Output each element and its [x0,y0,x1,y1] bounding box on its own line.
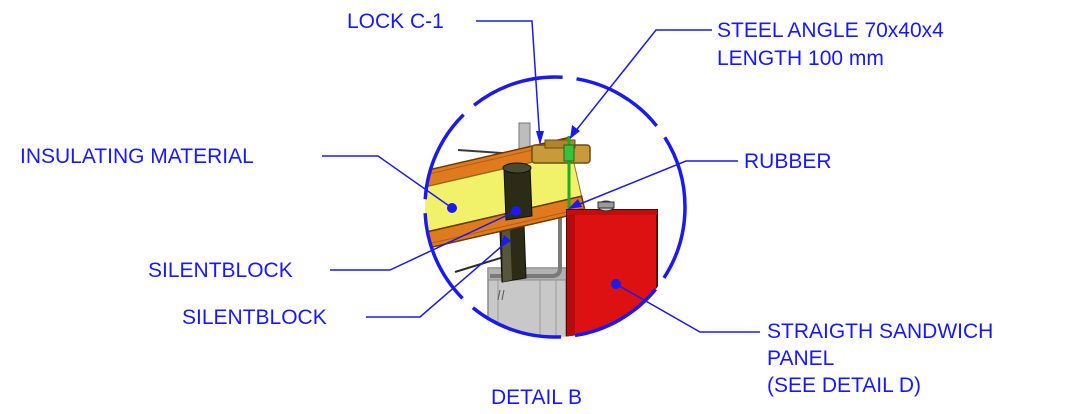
detail-caption: DETAIL B [491,386,582,409]
label-lock: LOCK C-1 [347,10,444,33]
leader-insulating-material [322,155,453,209]
leader-rubber [569,160,738,209]
leader-panel [615,283,760,333]
steel-angle-profile [490,212,562,278]
green-bolt [563,136,575,210]
leader-silentblock-lower [366,245,503,318]
leader-lines [322,20,760,333]
label-steel-angle-line2: LENGTH 100 mm [717,47,884,70]
label-panel-line1: STRAIGTH SANDWICH [767,320,993,343]
silentblock-upper [502,162,533,221]
detail-circle [423,75,687,339]
label-insulating-material: INSULATING MATERIAL [20,145,254,168]
dot-silentblock-upper [511,206,521,216]
leader-silentblock-upper [330,210,517,271]
leader-steel-angle [569,29,712,139]
dot-panel [611,279,621,289]
label-panel-line2: PANEL [767,347,834,370]
arrow-lock [536,131,544,145]
lock-fitting [531,139,591,164]
dot-insulating-material [447,203,457,213]
arrow-rubber [568,199,582,209]
leader-dots [447,203,621,289]
detail-b-content [425,122,658,337]
grey-support [487,267,567,337]
label-rubber: RUBBER [744,150,832,173]
label-panel-line3: (SEE DETAIL D) [767,374,921,397]
leader-arrowheads [500,125,582,248]
leader-lock [476,20,541,144]
arrow-steel-angle [570,125,580,139]
label-steel-angle-line1: STEEL ANGLE 70x40x4 [717,19,944,42]
label-silentblock-lower: SILENTBLOCK [182,306,327,329]
label-silentblock-upper: SILENTBLOCK [148,259,293,282]
silentblock-lower [499,223,527,283]
arrow-silentblock-lower [500,235,511,248]
insulating-material [425,136,587,255]
